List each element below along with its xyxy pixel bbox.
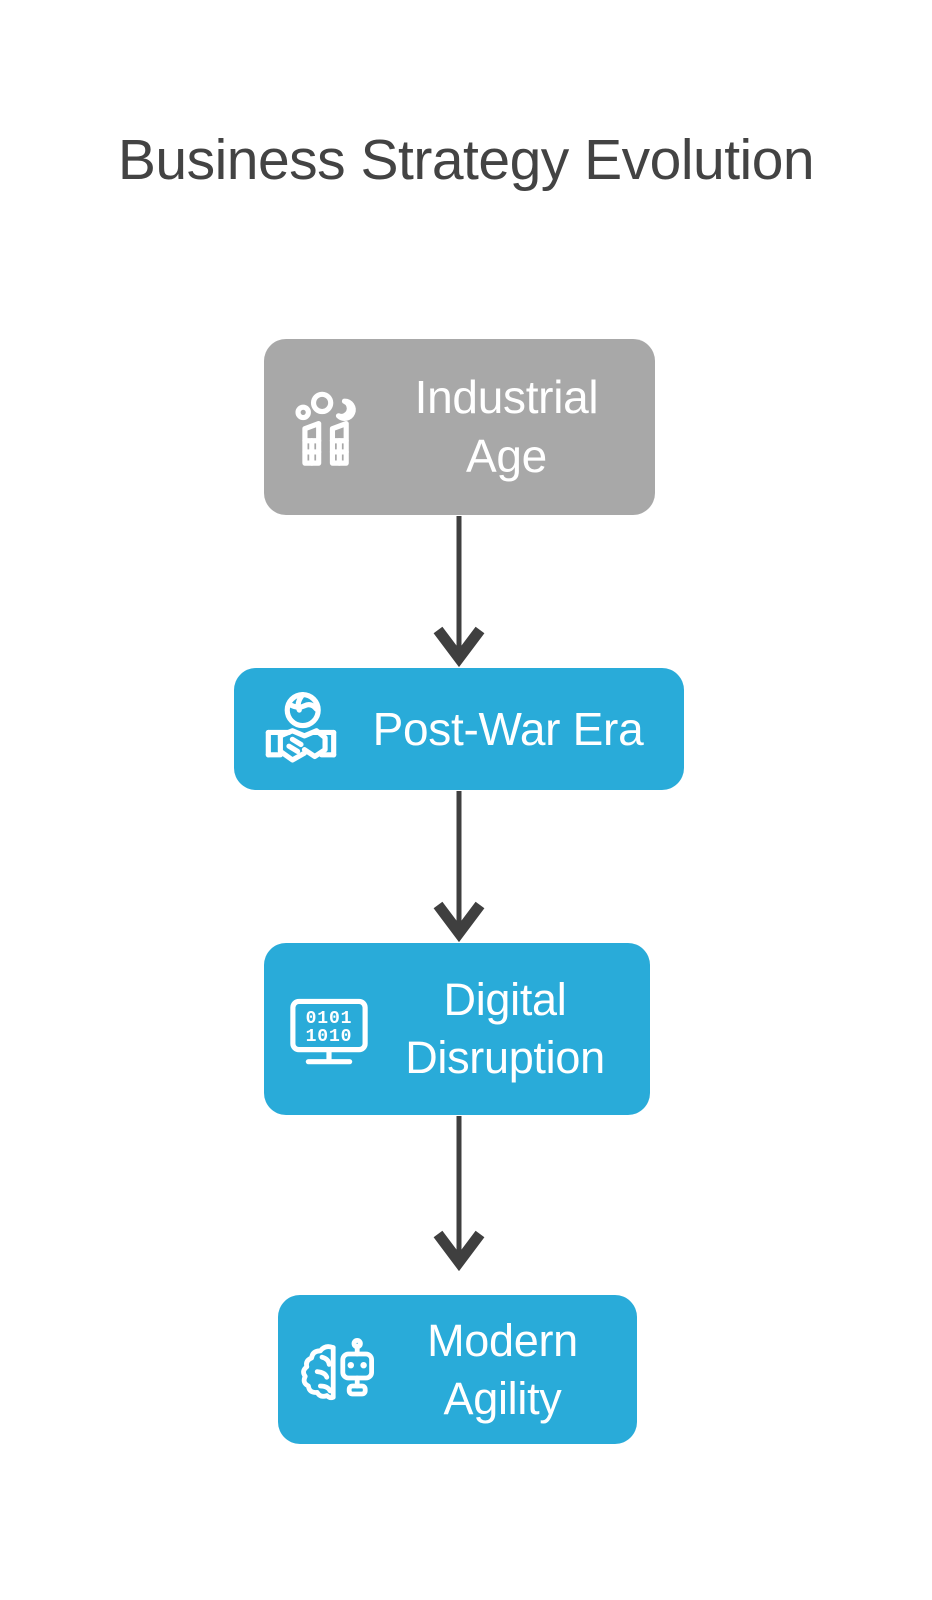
- svg-text:1010: 1010: [306, 1027, 353, 1047]
- flow-node-label-industrial-age: Industrial Age: [414, 371, 599, 482]
- flow-node-label-post-war-era: Post-War Era: [372, 702, 644, 755]
- flow-node-digital-disruption[interactable]: 0101 1010 Digital Disruption: [264, 943, 650, 1115]
- flow-node-label-modern-agility: Modern Agility: [427, 1314, 578, 1424]
- flow-node-post-war-era[interactable]: Post-War Era: [234, 668, 684, 790]
- flow-node-label-digital-disruption: Digital Disruption: [405, 974, 605, 1083]
- flow-node-industrial-age[interactable]: Industrial Age: [264, 339, 655, 515]
- binary-monitor-icon: 0101 1010: [286, 986, 372, 1072]
- handshake-globe-icon: [258, 686, 344, 772]
- brain-robot-icon: [298, 1330, 378, 1410]
- page-title: Business Strategy Evolution: [117, 128, 815, 192]
- factory-icon: [286, 384, 372, 470]
- svg-text:0101: 0101: [306, 1009, 353, 1029]
- flow-node-modern-agility[interactable]: Modern Agility: [278, 1295, 637, 1444]
